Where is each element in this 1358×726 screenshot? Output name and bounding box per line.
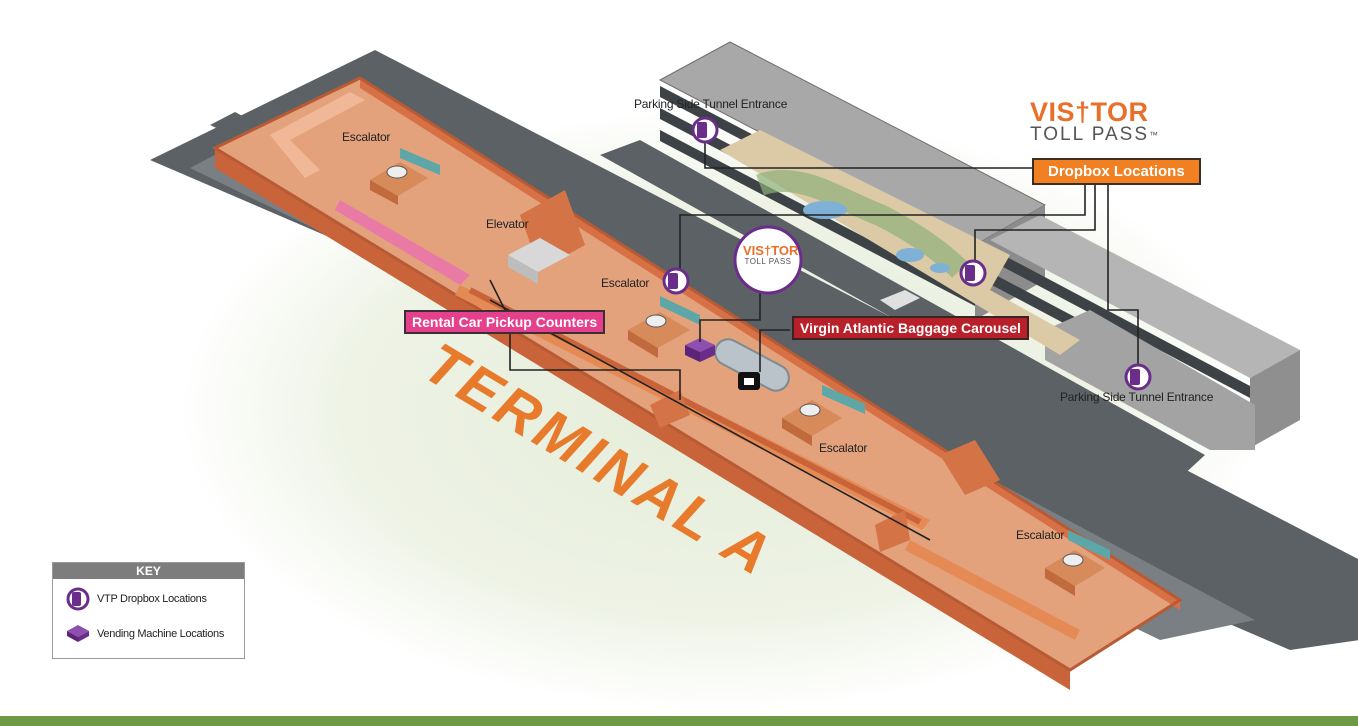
vending-machine-shape [685,338,715,362]
vending-machine-icon [67,625,89,642]
baggage-icon [738,372,760,390]
terminal-a-building [211,76,1183,690]
escalator-3-shape [782,385,865,446]
visitor-toll-pass-logo: VIS†TOR TOLL PASS™ [1030,98,1160,144]
virgin-baggage-tag: Virgin Atlantic Baggage Carousel [792,316,1029,340]
escalator-4-label: Escalator [1016,528,1065,542]
map-key: KEY VTP Dropbox Locations Vending Machin… [52,562,245,659]
trademark: ™ [1149,130,1161,140]
vtp-dropbox-icon-1 [691,116,719,144]
key-title: KEY [53,563,244,579]
escalator-4-shape [1045,530,1110,596]
vtp-dropbox-icon-3 [959,259,987,287]
badge-name-bottom: TOLL PASS [744,257,792,266]
elevator-label: Elevator [486,217,529,231]
escalator-2-label: Escalator [601,276,650,290]
escalator-1-label: Escalator [342,130,391,144]
brand-name-bottom: TOLL PASS™ [1030,124,1161,145]
vtp-badge: VIS†TOR TOLL PASS [743,243,799,267]
vtp-dropbox-icon-4 [1124,363,1152,391]
key-item-vending: Vending Machine Locations [97,628,225,640]
badge-name-top: VIS†TOR [743,243,799,258]
vtp-dropbox-icon [66,587,90,611]
parking-tunnel-top-label: Parking Side Tunnel Entrance [634,97,788,111]
leader-lines [489,140,1139,541]
parking-tunnel-bottom-label: Parking Side Tunnel Entrance [1060,390,1214,404]
vtp-badge-circle [733,225,803,295]
dropbox-locations-tag: Dropbox Locations [1032,158,1201,185]
brand-name-top: VIS†TOR [1030,97,1149,127]
brand-name-bottom-text: TOLL PASS [1030,124,1150,145]
footer-bar [0,716,1358,726]
vtp-dropbox-icon-2 [662,267,690,295]
escalator-1-shape [370,148,440,205]
rental-car-tag: Rental Car Pickup Counters [404,310,606,334]
elevator-shape [508,238,570,284]
escalator-3-label: Escalator [819,441,868,455]
escalator-2-shape [628,296,700,358]
key-item-dropbox: VTP Dropbox Locations [97,593,207,605]
